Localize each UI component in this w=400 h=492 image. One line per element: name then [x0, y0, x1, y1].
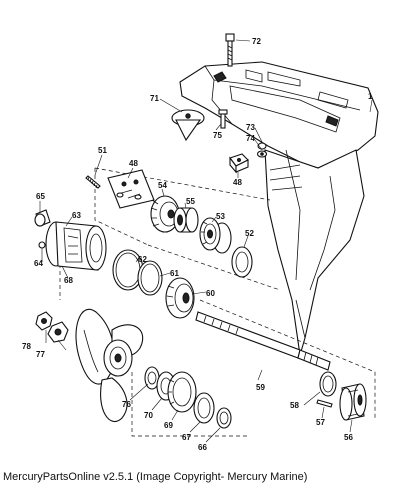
label-77: 77	[36, 350, 45, 359]
label-48-plate: 48	[129, 159, 138, 168]
label-75: 75	[213, 131, 222, 140]
label-67: 67	[182, 433, 191, 442]
label-57: 57	[316, 418, 325, 427]
label-53: 53	[216, 212, 225, 221]
ring-52	[231, 246, 253, 278]
propeller-shaft-59	[195, 311, 331, 371]
label-64: 64	[34, 259, 43, 268]
copyright-caption: MercuryPartsOnline v2.5.1 (Image Copyrig…	[3, 471, 308, 483]
label-76: 76	[122, 400, 131, 409]
block-48-housing	[229, 153, 249, 174]
ring-61	[137, 260, 163, 296]
label-63: 63	[72, 211, 81, 220]
label-58: 58	[290, 401, 299, 410]
bolt-72	[225, 33, 235, 67]
label-51: 51	[98, 146, 107, 155]
pin-57	[316, 399, 333, 408]
label-59: 59	[256, 383, 265, 392]
clutch-56	[339, 383, 367, 421]
leader-lines	[39, 39, 373, 443]
label-68: 68	[64, 276, 73, 285]
propeller	[75, 308, 144, 423]
label-78: 78	[22, 342, 31, 351]
gear-housing	[179, 61, 379, 356]
label-55: 55	[186, 197, 195, 206]
label-65: 65	[36, 192, 45, 201]
label-60: 60	[206, 289, 215, 298]
washer-66	[216, 407, 232, 429]
label-62: 62	[138, 255, 147, 264]
label-54: 54	[158, 181, 167, 190]
label-74: 74	[246, 134, 255, 143]
tab-washer-77	[47, 321, 69, 343]
label-1: 1	[368, 92, 373, 101]
label-66: 66	[198, 443, 207, 452]
pin-51	[85, 175, 101, 189]
tapered-bearing-53	[199, 217, 232, 254]
label-56: 56	[344, 433, 353, 442]
washer-73-74	[256, 142, 268, 158]
bushing-65	[34, 209, 51, 227]
reverse-gear-60	[165, 277, 195, 319]
ring-67	[193, 392, 215, 424]
part-labels: 72 71 75 73 74 48 1 51 48 54 55 53 52 65…	[22, 37, 373, 452]
trim-tab-71	[171, 109, 205, 142]
ring-58	[319, 371, 337, 397]
label-71: 71	[150, 94, 159, 103]
nut-78	[35, 311, 53, 331]
label-70: 70	[144, 411, 153, 420]
bearing-55	[173, 207, 199, 233]
pin-64	[38, 241, 46, 258]
screw-75	[218, 109, 228, 129]
bearing-carrier-63	[45, 221, 107, 271]
label-48-housing: 48	[233, 178, 242, 187]
bearing-69	[167, 371, 197, 413]
label-52: 52	[245, 229, 254, 238]
label-73: 73	[246, 123, 255, 132]
label-72: 72	[252, 37, 261, 46]
label-69: 69	[164, 421, 173, 430]
label-61: 61	[170, 269, 179, 278]
plate-49	[107, 169, 155, 209]
